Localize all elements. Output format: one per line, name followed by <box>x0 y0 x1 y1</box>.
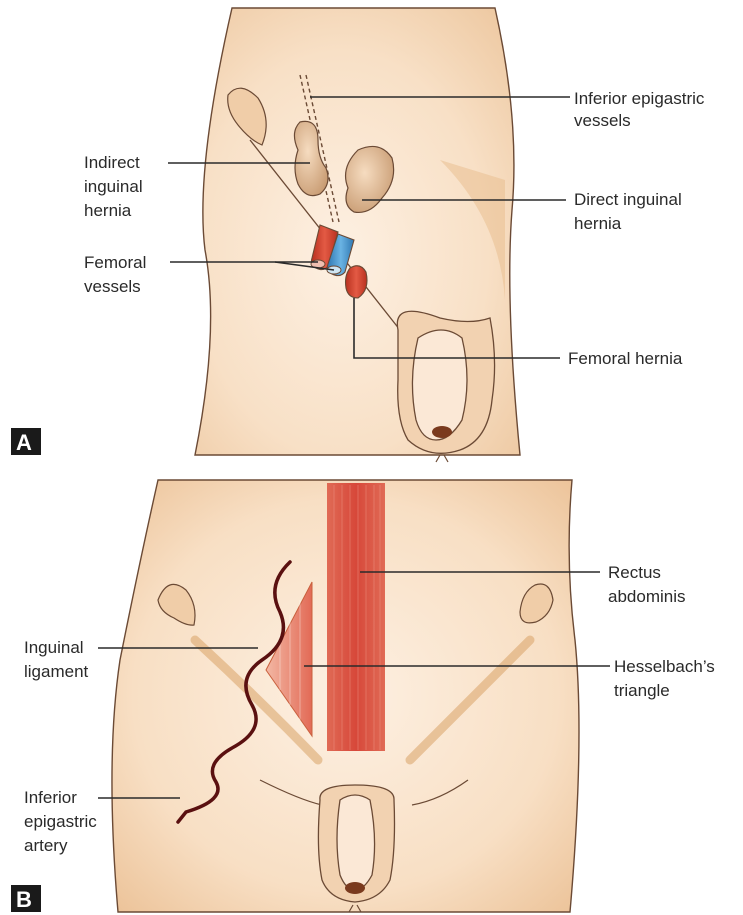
label-direct-inguinal-hernia: Direct inguinal hernia <box>574 190 686 233</box>
panel-b-letter: B <box>16 887 32 912</box>
label-femoral-hernia: Femoral hernia <box>568 349 683 368</box>
rectus-abdominis-muscle <box>327 483 385 751</box>
label-inguinal-ligament: Inguinal ligament <box>24 638 89 681</box>
panel-a-letter: A <box>16 430 32 455</box>
label-rectus-abdominis: Rectus abdominis <box>608 563 686 606</box>
label-inferior-epigastric-vessels: Inferior epigastric vessels <box>574 89 709 130</box>
label-inferior-epigastric-artery: Inferior epigastric artery <box>24 788 102 855</box>
label-hesselbachs-triangle: Hesselbach’s triangle <box>614 657 720 700</box>
glans-b <box>345 882 365 894</box>
panel-b: Rectus abdominis Inguinal ligament Hesse… <box>11 480 720 912</box>
glans-a <box>432 426 452 438</box>
panel-a: Inferior epigastric vessels Indirect ing… <box>11 8 709 462</box>
label-femoral-vessels: Femoral vessels <box>84 253 151 296</box>
femoral-hernia-bulge <box>346 266 368 298</box>
label-indirect-inguinal-hernia: Indirect inguinal hernia <box>84 153 147 220</box>
